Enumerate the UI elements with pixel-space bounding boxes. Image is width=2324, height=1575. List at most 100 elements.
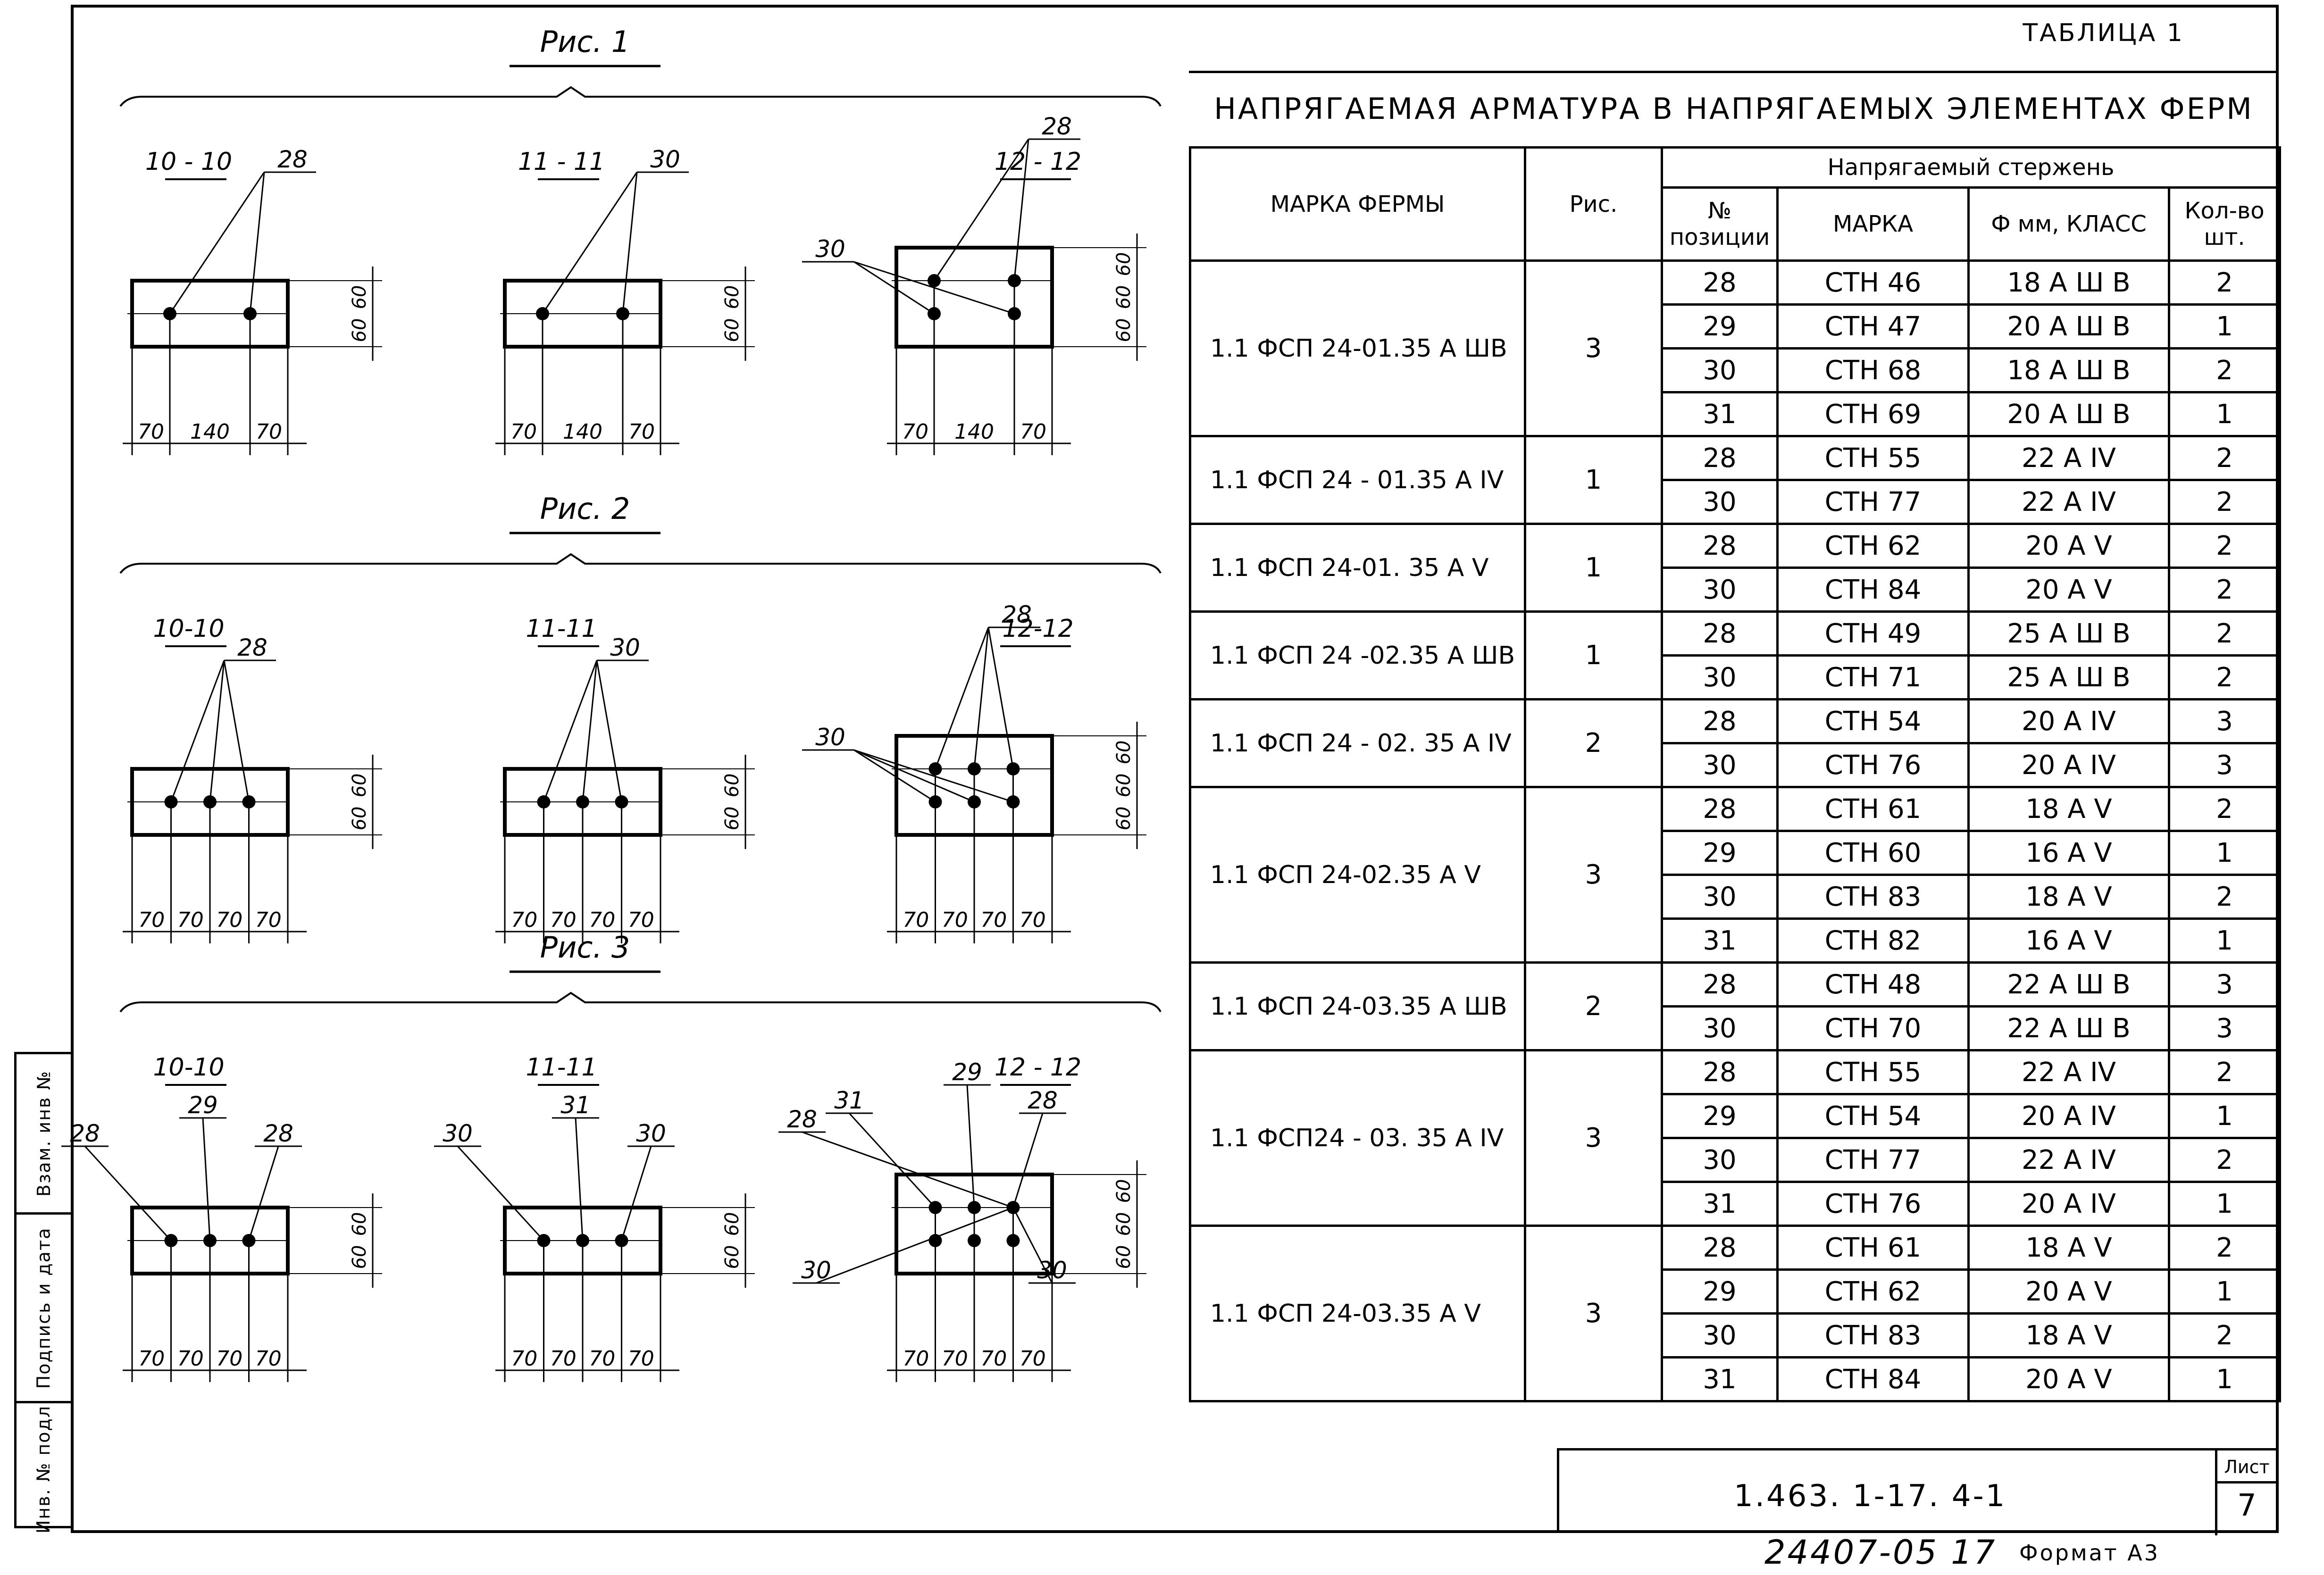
section-label: 11-11 bbox=[526, 615, 597, 643]
cell-diam: 18 А V bbox=[1967, 874, 2170, 920]
dimension-value: 70 bbox=[138, 908, 165, 932]
sidebar-replace-inv: Взам. инв № bbox=[17, 1054, 71, 1215]
cell-diam: 22 А IV bbox=[1967, 435, 2170, 481]
vdim-value: 60 bbox=[349, 285, 370, 309]
callout-leader bbox=[853, 749, 936, 803]
callout-leader bbox=[973, 627, 989, 769]
cell-pos: 28 bbox=[1661, 523, 1779, 569]
cell-pos: 30 bbox=[1661, 479, 1779, 525]
cell-diam: 18 А Ш В bbox=[1967, 259, 2170, 306]
cell-brand: СТН 70 bbox=[1776, 1005, 1970, 1051]
sheet-label: Лист bbox=[2217, 1453, 2276, 1483]
col-diam-header: Ф мм, КЛАСС bbox=[1967, 186, 2170, 262]
cell-pos: 29 bbox=[1661, 303, 1779, 350]
dimension-value: 70 bbox=[942, 908, 968, 932]
cell-diam: 20 А Ш В bbox=[1967, 303, 2170, 350]
vdim-value: 60 bbox=[1113, 774, 1135, 798]
vdim-value: 60 bbox=[721, 1245, 743, 1269]
cell-pos: 30 bbox=[1661, 654, 1779, 700]
cell-brand: СТН 61 bbox=[1776, 786, 1970, 832]
sidebar-inv-original: Инв. № подл. bbox=[33, 1398, 54, 1533]
dimension-value: 70 bbox=[138, 1347, 165, 1371]
truss-mark: 1.1 ФСП 24-03.35 А ШВ bbox=[1189, 961, 1526, 1051]
figure-ref: 3 bbox=[1524, 786, 1663, 964]
sheet-number: 7 bbox=[2237, 1488, 2257, 1523]
figure-ref: 1 bbox=[1524, 523, 1663, 613]
approval-sidebar: Взам. инв № Подпись и дата Инв. № подл. bbox=[14, 1052, 71, 1533]
dimension-value: 70 bbox=[980, 1347, 1007, 1371]
section-label: 10-10 bbox=[153, 615, 224, 643]
dimension-value: 140 bbox=[954, 420, 994, 444]
figure-ref: 3 bbox=[1524, 259, 1663, 437]
callout-label: 30 bbox=[1037, 1257, 1067, 1284]
vdim-value: 60 bbox=[349, 774, 370, 798]
cell-diam: 25 А Ш В bbox=[1967, 654, 2170, 700]
truss-mark: 1.1 ФСП 24-03.35 А V bbox=[1189, 1225, 1526, 1402]
cell-brand: СТН 55 bbox=[1776, 1049, 1970, 1095]
dimension-value: 70 bbox=[550, 1347, 577, 1371]
cell-qty: 2 bbox=[2167, 1225, 2282, 1271]
callout-leader bbox=[816, 1207, 1014, 1284]
cell-qty: 1 bbox=[2167, 917, 2282, 964]
cell-pos: 28 bbox=[1661, 961, 1779, 1008]
rebar-dot bbox=[968, 1234, 981, 1247]
vdim-value: 60 bbox=[1113, 807, 1135, 831]
title-stamp: 1.463. 1-17. 4-1 Лист 7 bbox=[1557, 1448, 2279, 1535]
callout-leader bbox=[622, 172, 638, 314]
cell-pos: 30 bbox=[1661, 1005, 1779, 1051]
callout-leader bbox=[853, 749, 975, 803]
cell-brand: СТН 54 bbox=[1776, 698, 1970, 744]
dimension-value: 70 bbox=[511, 908, 537, 932]
section-label: 11-11 bbox=[526, 1053, 597, 1082]
cell-brand: СТН 83 bbox=[1776, 874, 1970, 920]
callout-leader bbox=[575, 1117, 584, 1241]
vdim-value: 60 bbox=[721, 318, 743, 342]
cell-qty: 2 bbox=[2167, 786, 2282, 832]
cell-pos: 29 bbox=[1661, 1093, 1779, 1139]
cell-pos: 30 bbox=[1661, 347, 1779, 393]
rebar-dot bbox=[1006, 1234, 1020, 1247]
dimension-value: 70 bbox=[980, 908, 1007, 932]
dimension-value: 70 bbox=[216, 1347, 242, 1371]
vdim-value: 60 bbox=[1113, 1179, 1135, 1203]
cell-brand: СТН 68 bbox=[1776, 347, 1970, 393]
cell-brand: СТН 77 bbox=[1776, 479, 1970, 525]
callout-label: 30 bbox=[443, 1120, 473, 1147]
cell-qty: 2 bbox=[2167, 610, 2282, 657]
figure-ref: 2 bbox=[1524, 961, 1663, 1051]
figure-title: Рис. 1 bbox=[540, 25, 630, 59]
dimension-value: 70 bbox=[903, 1347, 929, 1371]
cell-pos: 28 bbox=[1661, 1225, 1779, 1271]
callout-label: 30 bbox=[815, 724, 845, 751]
col-group-header: Напрягаемый стержень bbox=[1660, 146, 2282, 189]
cell-pos: 30 bbox=[1661, 1312, 1779, 1358]
cell-qty: 2 bbox=[2167, 435, 2282, 481]
cell-qty: 1 bbox=[2167, 1268, 2282, 1315]
sheet-format: Формат А3 bbox=[2019, 1540, 2160, 1566]
truss-mark: 1.1 ФСП 24-02.35 А V bbox=[1189, 786, 1526, 964]
dimension-value: 70 bbox=[628, 1347, 654, 1371]
figure-ref: 1 bbox=[1524, 610, 1663, 700]
col-fig-header: Рис. bbox=[1524, 146, 1663, 262]
cell-qty: 2 bbox=[2167, 1137, 2282, 1183]
dimension-value: 70 bbox=[1020, 1347, 1046, 1371]
dimension-value: 70 bbox=[589, 908, 615, 932]
figure-title: Рис. 2 bbox=[540, 492, 630, 526]
dimension-value: 70 bbox=[255, 1347, 282, 1371]
cell-brand: СТН 76 bbox=[1776, 742, 1970, 788]
cell-diam: 16 А V bbox=[1967, 917, 2170, 964]
